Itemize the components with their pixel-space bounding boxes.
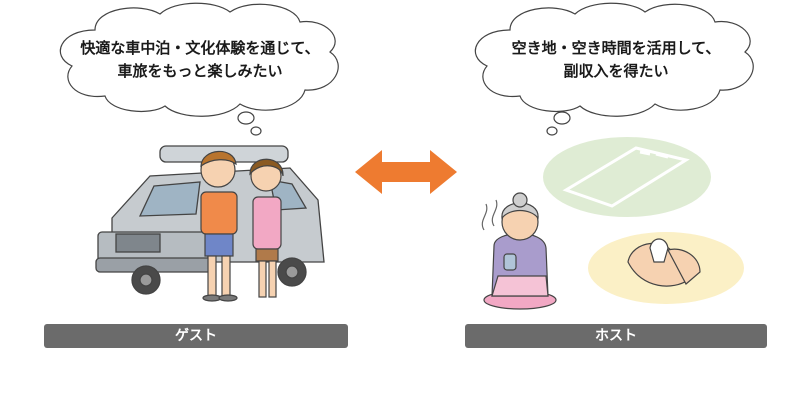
host-thought-line2: 副収入を得たい (563, 62, 669, 80)
elderly-woman-icon (481, 192, 557, 310)
guest-label: ゲスト (44, 324, 348, 348)
host-thought-line1: 空き地・空き時間を活用して、 (511, 39, 721, 57)
host-thought: 空き地・空き時間を活用して、 副収入を得たい (486, 37, 746, 83)
guest-thought-line1: 快適な車中泊・文化体験を通じて、 (80, 39, 320, 57)
travel-couple-icon (200, 150, 284, 302)
double-arrow-icon (355, 150, 457, 194)
vacant-lot-icon (543, 137, 711, 217)
guest-thought-line2: 車旅をもっと楽しみたい (117, 62, 283, 80)
host-label: ホスト (465, 324, 767, 348)
guest-thought: 快適な車中泊・文化体験を通じて、 車旅をもっと楽しみたい (70, 37, 330, 83)
host-thought-bubble-icon (474, 2, 754, 136)
guest-thought-bubble-icon (59, 2, 339, 136)
rice-ball-hands-icon (588, 232, 744, 304)
